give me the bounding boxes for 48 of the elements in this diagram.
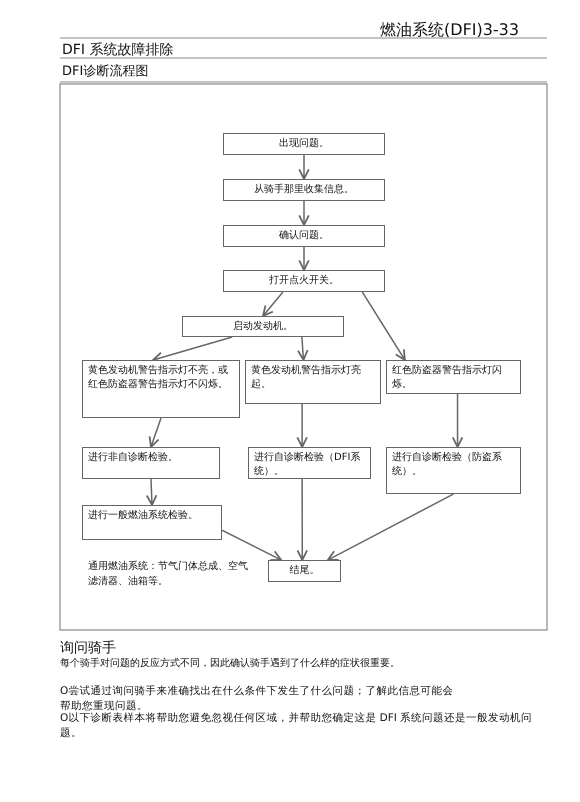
process-box	[82, 447, 220, 479]
arrow	[146, 478, 158, 506]
arrow	[222, 530, 282, 561]
box-text: 结尾。	[288, 564, 320, 578]
box-text: 启动发动机。	[232, 320, 294, 334]
arrow	[326, 493, 454, 561]
process-box	[82, 360, 240, 418]
arrow	[298, 155, 310, 180]
box-text: 打开点火开关。	[268, 274, 340, 288]
process-box	[223, 225, 385, 247]
arrow	[298, 201, 310, 226]
box-text: 进行自诊断检验（DFI系统）。	[254, 451, 362, 478]
box-text: 从骑手那里收集信息。	[253, 183, 355, 196]
box-text: 确认问题。	[278, 229, 330, 242]
process-box	[182, 316, 344, 337]
process-box	[245, 360, 381, 404]
process-box	[82, 505, 222, 540]
process-box	[248, 447, 371, 479]
box-text: 进行一般燃油系统检验。	[88, 509, 199, 522]
process-box	[386, 360, 521, 394]
arrow	[362, 292, 406, 361]
box-text: 进行非自诊断检验。	[88, 451, 179, 464]
section-heading: DFI 系统故障排除	[62, 41, 174, 60]
process-box	[223, 133, 385, 155]
note-text: 通用燃油系统：节气门体总成、空气滤清器、油箱等。	[88, 560, 248, 588]
process-box	[386, 447, 521, 494]
bullet-item: O以下诊断表样本将帮助您避免忽视任何区域，并帮助您确定这是 DFI 系统问题还是一般发动机问题。	[60, 711, 534, 742]
box-text: 进行自诊断检验（防盗系统）。	[392, 451, 503, 478]
arrow	[452, 394, 464, 448]
figure-title: DFI诊断流程图	[62, 63, 150, 81]
arrow	[296, 479, 308, 561]
bullet-item: O尝试通过询问骑手来准确找出在什么条件下发生了什么问题；了解此信息可能会帮助您重现问题。	[60, 684, 454, 712]
subsection-heading: 询问骑手	[60, 639, 117, 658]
box-text: 黄色发动机警告指示灯不亮，或红色防盗器警告指示灯不闪烁。	[88, 364, 229, 391]
box-text: 黄色发动机警告指示灯亮起。	[251, 364, 362, 391]
process-box	[223, 270, 385, 292]
arrow	[262, 292, 284, 317]
box-text: 出现问题。	[278, 137, 330, 150]
page-header: 燃油系统(DFI)3-33	[380, 19, 520, 41]
arrow	[297, 336, 308, 361]
process-box	[268, 560, 341, 582]
arrow	[152, 336, 232, 363]
process-box	[223, 179, 385, 201]
arrow	[296, 404, 308, 448]
arrow	[148, 418, 162, 448]
box-text: 红色防盗器警告指示灯闪烁。	[392, 364, 503, 391]
paragraph: 每个骑手对问题的反应方式不同，因此确认骑手遇到了什么样的症状很重要。	[60, 657, 401, 671]
arrow	[298, 247, 310, 271]
